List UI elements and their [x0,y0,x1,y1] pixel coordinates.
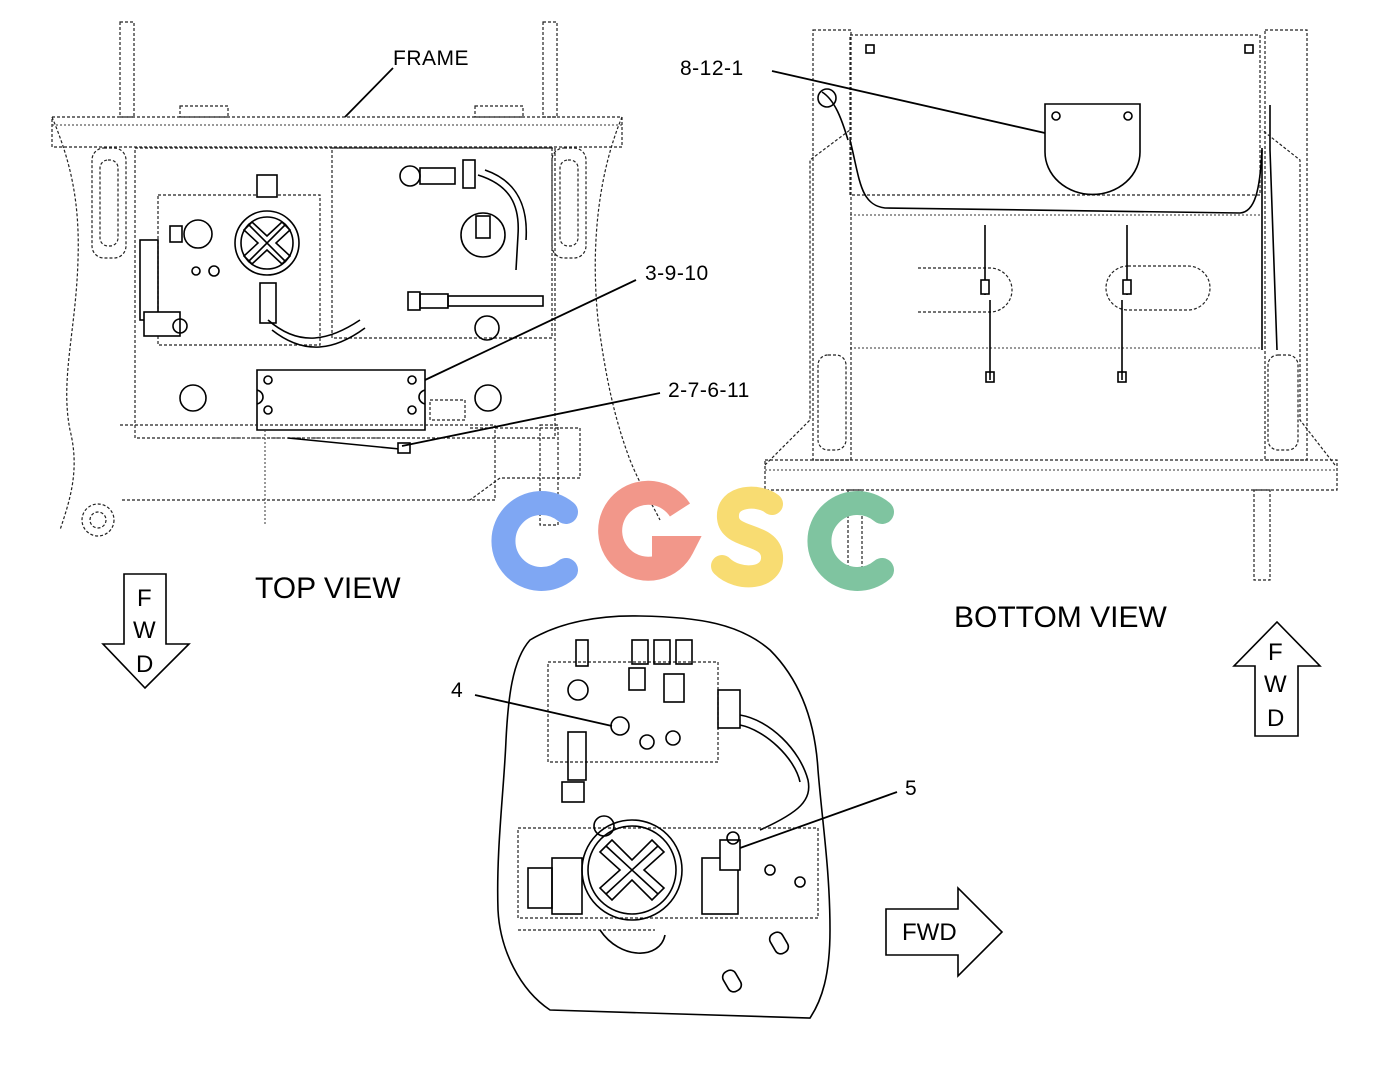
watermark-letter-s [711,486,783,588]
fwd-down-letter-w: W [133,617,156,644]
detail-view-drawing [496,615,831,1019]
fwd-up-letter-d: D [1267,705,1284,732]
fwd-up-letter-w: W [1264,671,1287,698]
fwd-right-arrow: FWD [885,886,1004,978]
cgsc-watermark [491,480,894,591]
callout-4: 4 [451,679,463,702]
bottom-view-drawing [764,29,1338,586]
top-view-title: TOP VIEW [255,572,401,605]
watermark-letter-c1 [491,491,578,591]
fwd-down-arrow: F W D [101,573,191,690]
fwd-right-label: FWD [902,919,957,946]
leader-5 [739,791,898,849]
callout-3-9-10: 3-9-10 [645,262,709,285]
frame-label: FRAME [393,47,469,70]
bottom-view-title: BOTTOM VIEW [954,601,1167,634]
callout-2-7-6-11: 2-7-6-11 [668,379,750,402]
frame-leader [344,67,394,118]
callout-8-12-1: 8-12-1 [680,57,744,80]
fwd-down-letter-d: D [136,651,153,678]
leader-8-12-1 [771,70,1046,134]
watermark-letter-c2 [807,491,894,591]
watermark-letter-g [598,480,702,581]
leader-4 [474,694,613,727]
fwd-up-arrow: F W D [1232,620,1322,737]
fwd-up-letter-f: F [1268,639,1283,666]
fwd-down-letter-f: F [137,585,152,612]
callout-5: 5 [905,777,917,800]
leader-3-9-10 [424,279,637,381]
leader-2-7-6-11 [401,392,661,447]
top-view-drawing [51,21,661,537]
